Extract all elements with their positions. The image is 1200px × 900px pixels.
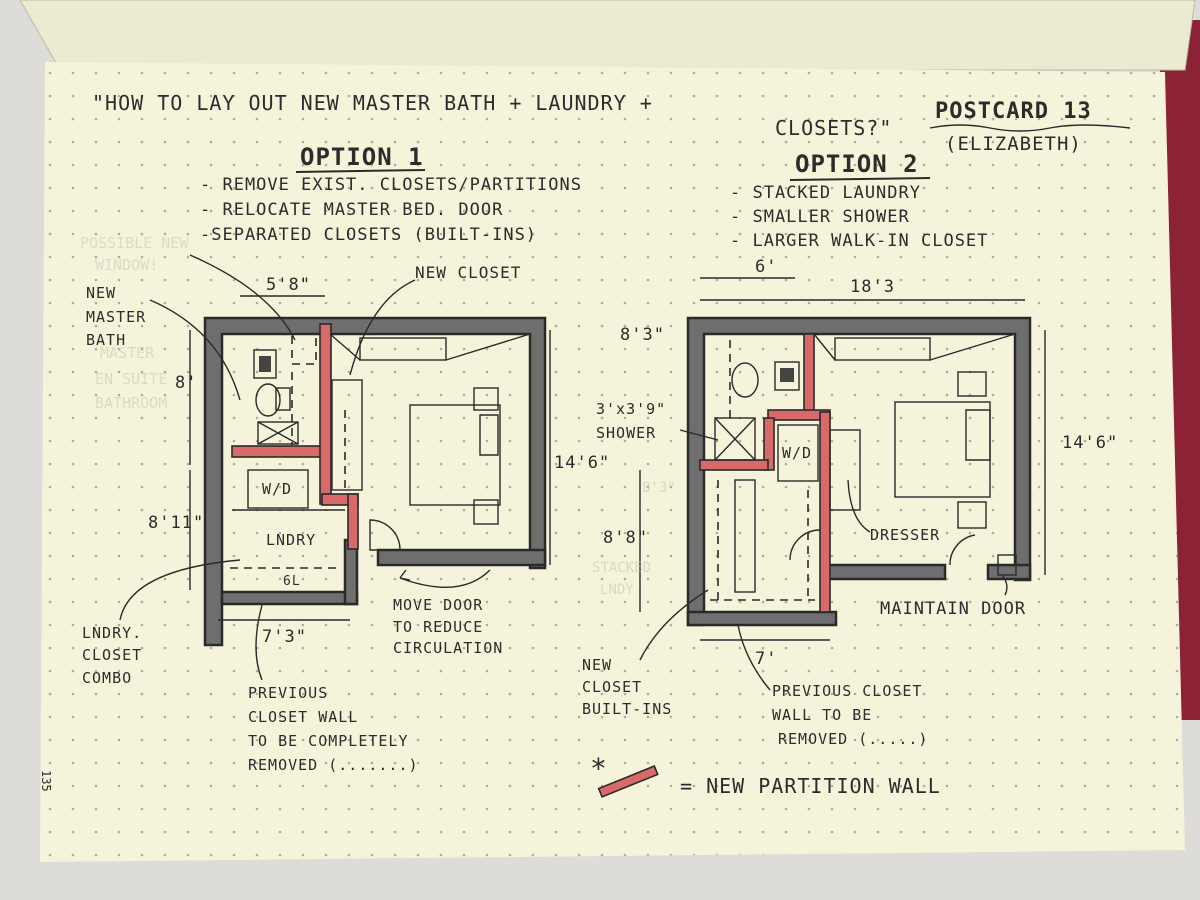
option1-note-2: - RELOCATE MASTER BED. DOOR bbox=[200, 200, 503, 220]
new-master-bath-3: BATH bbox=[86, 331, 126, 349]
maintain-door-label: MAINTAIN DOOR bbox=[880, 599, 1026, 619]
author-label: (ELIZABETH) bbox=[945, 133, 1082, 155]
opt2-dim-bottom: 7' bbox=[755, 649, 777, 669]
opt2-prev-wall-1: PREVIOUS CLOSET bbox=[772, 682, 922, 700]
opt2-new-closet-3: BUILT-INS bbox=[582, 700, 672, 718]
legend-asterisk: * bbox=[590, 752, 607, 785]
move-door-3: CIRCULATION bbox=[393, 639, 503, 657]
opt2-dim-top: 18'3 bbox=[850, 277, 895, 297]
lndry-combo-2: CLOSET bbox=[82, 646, 142, 664]
opt1-dim-bottom: 7'3" bbox=[262, 627, 307, 647]
opt2-new-closet-1: NEW bbox=[582, 656, 612, 674]
prev-wall-3: TO BE COMPLETELY bbox=[248, 732, 409, 750]
opt2-prev-wall-3: REMOVED (.....) bbox=[778, 730, 928, 748]
faint-note-2: WINDOW! bbox=[95, 256, 158, 274]
page-number: 135 bbox=[39, 770, 53, 792]
option2-wd-label: W/D bbox=[782, 444, 812, 462]
option2-title: OPTION 2 bbox=[795, 150, 919, 178]
dresser-label: DRESSER bbox=[870, 526, 940, 544]
option2-note-2: - SMALLER SHOWER bbox=[730, 207, 910, 227]
postcard-label: POSTCARD 13 bbox=[935, 99, 1092, 124]
opt2-dim-top-left: 6' bbox=[755, 257, 777, 277]
prev-wall-2: CLOSET WALL bbox=[248, 708, 358, 726]
opt1-new-closet: NEW CLOSET bbox=[415, 263, 521, 282]
move-door-1: MOVE DOOR bbox=[393, 596, 483, 614]
option2-note-1: - STACKED LAUNDRY bbox=[730, 183, 921, 203]
opt2-prev-wall-2: WALL TO BE bbox=[772, 706, 872, 724]
option1-floorplan: W/D LNDRY 6L bbox=[203, 316, 547, 647]
opt2-dim-left-lower: 8'8" bbox=[603, 528, 648, 548]
option1-closet-tag: 6L bbox=[283, 574, 301, 589]
move-door-2: TO REDUCE bbox=[393, 618, 483, 636]
legend-text: = NEW PARTITION WALL bbox=[680, 774, 941, 798]
previous-page bbox=[19, 0, 1196, 71]
shower-label-1: 3'x3'9" bbox=[596, 400, 666, 418]
option2-note-3: - LARGER WALK-IN CLOSET bbox=[730, 231, 988, 251]
opt1-dim-left-upper: 8' bbox=[175, 373, 197, 393]
legend: * = NEW PARTITION WALL bbox=[590, 752, 941, 798]
option1-wd-label: W/D bbox=[262, 480, 292, 498]
opt2-faint-3: 8'3" bbox=[642, 480, 676, 496]
faint-note-4: EN SUITE bbox=[95, 370, 167, 388]
opt2-new-closet-2: CLOSET bbox=[582, 678, 642, 696]
question-title: "HOW TO LAY OUT NEW MASTER BATH + LAUNDR… bbox=[92, 91, 653, 115]
option1-note-3: -SEPARATED CLOSETS (BUILT-INS) bbox=[200, 225, 537, 245]
shower-label-2: SHOWER bbox=[596, 424, 656, 442]
opt2-faint-2: LNDY bbox=[600, 582, 634, 598]
postcard-underline bbox=[929, 124, 1131, 132]
faint-note-5: BATHROOM bbox=[95, 394, 167, 412]
opt1-dim-right: 14'6" bbox=[554, 453, 610, 473]
opt2-faint-1: STACKED bbox=[592, 560, 651, 576]
question-title-cont: CLOSETS?" bbox=[775, 116, 892, 140]
prev-wall-4: REMOVED (.......) bbox=[248, 756, 419, 774]
option1-title: OPTION 1 bbox=[300, 143, 424, 171]
prev-wall-1: PREVIOUS bbox=[248, 684, 328, 702]
faint-note-1: POSSIBLE NEW bbox=[80, 234, 189, 252]
lndry-combo-1: LNDRY. bbox=[82, 624, 142, 642]
opt1-dim-top: 5'8" bbox=[266, 275, 311, 295]
opt2-dim-right: 14'6" bbox=[1062, 433, 1118, 453]
legend-swatch bbox=[597, 765, 659, 798]
opt2-dim-left-upper: 8'3" bbox=[620, 325, 665, 345]
new-master-bath-2: MASTER bbox=[86, 308, 146, 326]
option1-note-1: - REMOVE EXIST. CLOSETS/PARTITIONS bbox=[200, 175, 582, 195]
lndry-combo-3: COMBO bbox=[82, 669, 132, 687]
option1-lndry-label: LNDRY bbox=[266, 531, 316, 549]
new-master-bath-1: NEW bbox=[86, 284, 116, 302]
faint-note-3: MASTER bbox=[100, 344, 155, 362]
opt1-dim-left-lower: 8'11" bbox=[148, 513, 204, 533]
option2-floorplan: W/D bbox=[686, 316, 1032, 627]
